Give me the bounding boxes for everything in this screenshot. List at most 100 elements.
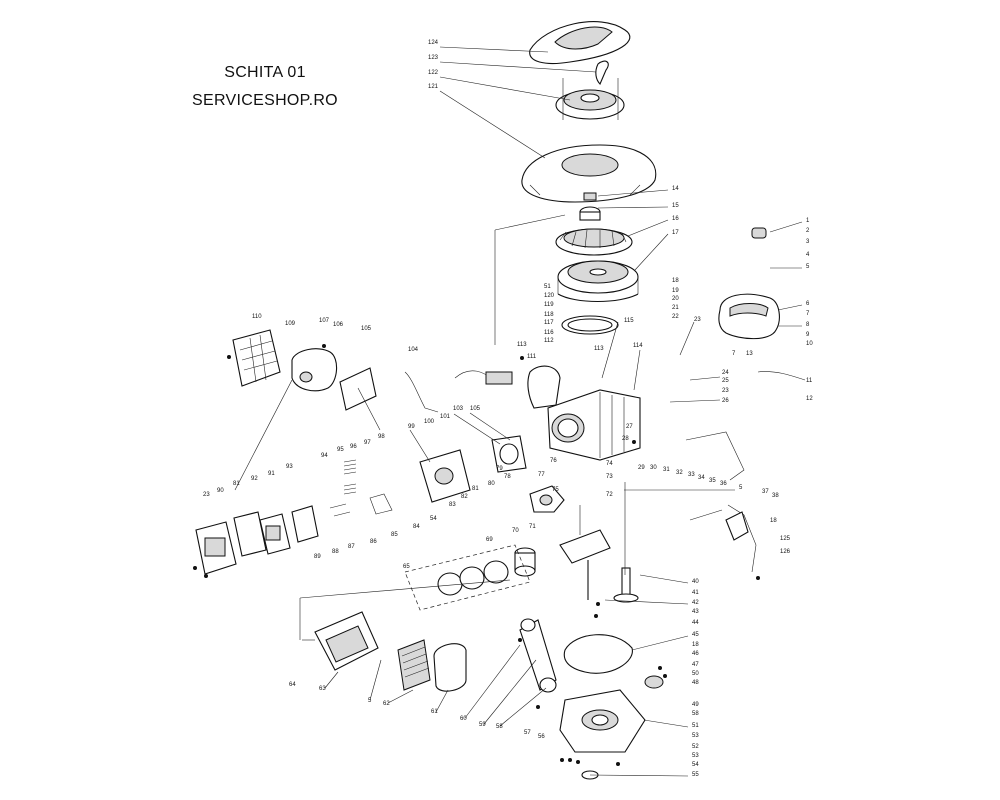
part-label-p77: 77 <box>538 472 545 478</box>
fuel-cap-part-1 <box>751 227 767 239</box>
connecting-rod-part-59 <box>519 618 557 693</box>
part-label-p95: 95 <box>337 447 344 453</box>
part-label-p37: 37 <box>762 489 769 495</box>
part-label-p54a: 54 <box>430 516 437 522</box>
part-label-p24: 24 <box>722 370 729 376</box>
part-label-p32: 32 <box>676 470 683 476</box>
part-label-p46: 46 <box>692 651 699 657</box>
part-label-p34: 34 <box>698 475 705 481</box>
part-label-p115: 115 <box>624 318 634 324</box>
heat-shield-part-105 <box>339 367 377 411</box>
part-label-p73: 73 <box>606 474 613 480</box>
part-label-p49: 49 <box>692 702 699 708</box>
part-label-p19: 19 <box>672 288 679 294</box>
part-label-p55: 55 <box>692 772 699 778</box>
part-label-p101: 101 <box>440 414 451 420</box>
part-label-p30: 30 <box>650 465 657 471</box>
part-label-p45: 45 <box>692 632 699 638</box>
part-label-p121: 121 <box>428 84 439 90</box>
part-label-p110: 110 <box>252 314 262 320</box>
part-label-p100: 100 <box>424 419 435 425</box>
head-gasket-part-101 <box>491 435 527 473</box>
cylinder-head-part-99 <box>419 449 471 503</box>
part-label-p60: 60 <box>460 716 467 722</box>
part-label-p104: 104 <box>408 347 419 353</box>
part-label-p91: 91 <box>268 471 275 477</box>
governor-spring-part-125 <box>689 509 723 521</box>
part-label-p62: 62 <box>383 701 390 707</box>
part-label-p124: 124 <box>428 40 439 46</box>
fuel-line-part-11 <box>757 371 806 381</box>
fan-shroud-part-121 <box>521 144 657 203</box>
valve-cover-part-23 <box>195 521 237 575</box>
part-label-p13: 13 <box>746 351 753 357</box>
gasket-part-93 <box>291 505 319 543</box>
part-label-p111: 111 <box>527 354 537 360</box>
part-label-p116: 116 <box>544 330 554 336</box>
part-label-p103: 103 <box>453 406 464 412</box>
part-label-p51: 51 <box>544 284 551 290</box>
part-label-p112: 112 <box>544 338 554 344</box>
stator-ring-part-118 <box>561 315 619 335</box>
part-label-p27: 27 <box>626 424 633 430</box>
part-label-p29: 29 <box>638 465 645 471</box>
part-label-p119: 119 <box>544 302 554 308</box>
flywheel-fan-part-16 <box>555 228 633 256</box>
part-label-p2: 2 <box>806 228 810 234</box>
muffler-part-107 <box>291 348 338 392</box>
part-label-p31: 31 <box>663 467 670 473</box>
part-label-p83: 83 <box>449 502 456 508</box>
reference-lines <box>234 46 803 777</box>
part-label-p9: 9 <box>806 332 810 338</box>
part-label-p93: 93 <box>286 464 293 470</box>
part-label-p79: 79 <box>496 466 503 472</box>
part-label-p88: 88 <box>332 549 339 555</box>
part-label-p11a: 11 <box>806 378 813 384</box>
starter-rewind-part-122 <box>555 78 625 120</box>
part-label-p58: 58 <box>692 711 699 717</box>
part-label-p5c: 5 <box>368 698 372 704</box>
part-label-p12: 12 <box>806 396 813 402</box>
part-label-p98: 98 <box>378 434 385 440</box>
part-label-p56: 56 <box>538 734 545 740</box>
part-label-p16: 16 <box>672 216 679 222</box>
part-label-p126: 126 <box>780 549 791 555</box>
starter-cup-part-15 <box>579 206 601 221</box>
part-label-p53: 53 <box>692 733 699 739</box>
part-label-p113a: 113 <box>517 342 527 348</box>
part-label-p107: 107 <box>319 318 330 324</box>
part-label-p23a: 23 <box>694 317 701 323</box>
part-label-p117: 117 <box>544 320 554 326</box>
part-label-p69: 69 <box>486 537 493 543</box>
part-label-p48: 48 <box>692 680 699 686</box>
part-label-p21: 21 <box>672 305 679 311</box>
diagram-title: SCHITA 01 <box>224 64 306 81</box>
part-label-p10: 10 <box>806 341 813 347</box>
part-label-p89: 89 <box>314 554 321 560</box>
part-label-p80: 80 <box>488 481 495 487</box>
part-label-p70: 70 <box>512 528 519 534</box>
part-label-p57: 57 <box>524 730 531 736</box>
part-label-p14: 14 <box>672 186 679 192</box>
bolt-markers <box>193 344 760 766</box>
part-label-p52: 52 <box>692 744 699 750</box>
camshaft-part-41 <box>613 567 639 603</box>
part-label-p18a: 18 <box>672 278 679 284</box>
part-label-p50: 50 <box>692 671 699 677</box>
rocker-parts-part-86 <box>329 493 393 517</box>
part-label-p7a: 7 <box>806 311 810 317</box>
part-label-p36: 36 <box>720 481 727 487</box>
part-label-p42: 42 <box>692 600 699 606</box>
part-label-p84: 84 <box>413 524 420 530</box>
muffler-guard-part-109 <box>232 329 281 387</box>
part-label-p78: 78 <box>504 474 511 480</box>
throttle-lever-part-36 <box>685 431 757 573</box>
part-label-p65: 65 <box>403 564 410 570</box>
part-label-p81: 81 <box>233 481 240 487</box>
part-label-p5a: 5 <box>806 264 810 270</box>
part-label-p87: 87 <box>348 544 355 550</box>
carburetor-part-75 <box>529 485 565 513</box>
spark-plug-wire-part-111 <box>454 370 513 385</box>
part-label-p71: 71 <box>529 524 536 530</box>
